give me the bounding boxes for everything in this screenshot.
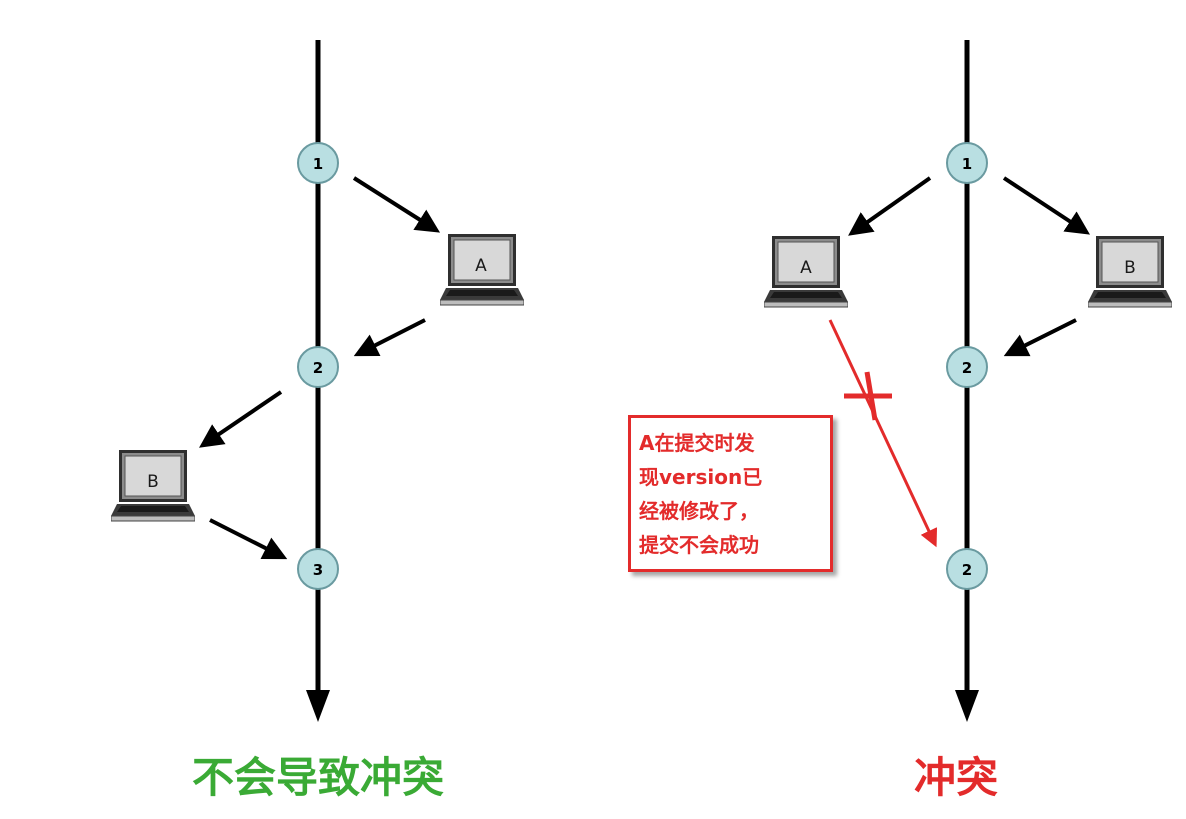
node-label: 2	[962, 561, 972, 579]
node-label: 2	[962, 359, 972, 377]
right-laptop-a: A	[764, 235, 848, 308]
right-arrow-1-to-b	[1002, 176, 1091, 235]
left-arrow-b-to-3	[209, 518, 288, 560]
left-caption: 不会导致冲突	[192, 753, 444, 802]
left-node-3: 3	[297, 548, 339, 590]
right-timeline-arrowhead	[955, 690, 979, 722]
right-laptop-b: B	[1088, 235, 1172, 308]
left-arrow-1-to-a	[352, 176, 441, 233]
right-arrow-a-failed-commit	[828, 319, 938, 548]
right-caption: 冲突	[914, 753, 998, 802]
laptop-label: B	[1124, 258, 1136, 278]
laptop-label: A	[800, 258, 812, 278]
right-node-2: 2	[946, 346, 988, 388]
left-node-2: 2	[297, 346, 339, 388]
right-diagram: 1 2 2 A B 冲突	[764, 40, 1172, 802]
right-arrow-b-to-2	[1003, 318, 1077, 357]
right-node-1: 1	[946, 142, 988, 184]
right-node-2-conflict: 2	[946, 548, 988, 590]
note-line: A在提交时发	[639, 431, 755, 455]
left-node-1: 1	[297, 142, 339, 184]
left-arrow-2-to-b	[199, 390, 283, 448]
node-label: 1	[962, 155, 972, 173]
left-diagram: 1 2 3 A B 不会导致冲突	[111, 40, 524, 802]
left-laptop-b: B	[111, 449, 195, 522]
node-label: 1	[313, 155, 323, 173]
node-label: 2	[313, 359, 323, 377]
note-line: 经被修改了，	[639, 499, 759, 523]
right-arrow-1-to-a	[848, 176, 932, 236]
left-timeline-arrowhead	[306, 690, 330, 722]
cross-mark-icon	[844, 371, 892, 421]
laptop-label: A	[475, 256, 487, 276]
left-laptop-a: A	[440, 233, 524, 306]
left-arrow-a-to-2	[353, 318, 426, 357]
note-line: 提交不会成功	[639, 533, 759, 557]
note-line: 现version已	[639, 465, 763, 489]
laptop-label: B	[147, 472, 159, 492]
conflict-note: A在提交时发 现version已 经被修改了， 提交不会成功	[628, 415, 833, 572]
node-label: 3	[313, 561, 323, 579]
